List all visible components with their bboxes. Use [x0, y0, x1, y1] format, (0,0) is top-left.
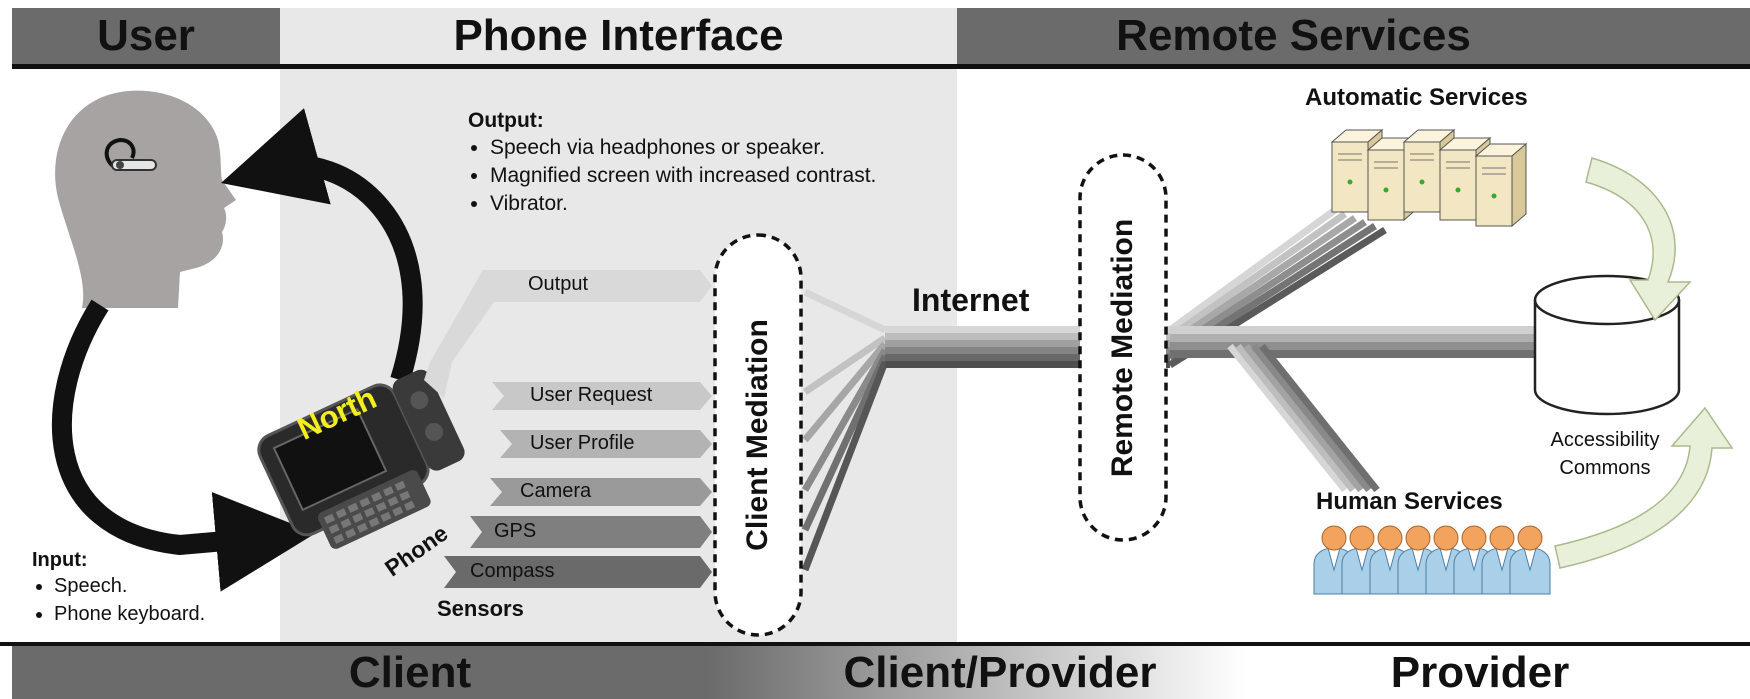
output-item: Magnified screen with increased contrast…	[490, 162, 958, 190]
remote-mediation-box	[1078, 153, 1168, 542]
footer-client: Client	[280, 646, 540, 699]
footer-provider-text: Provider	[1390, 647, 1570, 697]
output-list: Speech via headphones or speaker. Magnif…	[468, 134, 958, 218]
branch-commons	[1170, 326, 1540, 358]
head-silhouette-icon	[55, 90, 236, 308]
channel-gps: GPS	[494, 520, 537, 542]
headset-icon	[104, 137, 157, 171]
output-info: Output: Speech via headphones or speaker…	[468, 108, 958, 218]
header-rule	[12, 64, 1750, 69]
input-item: Speech.	[54, 572, 282, 600]
internet-label: Internet	[912, 282, 1030, 318]
footer-bar	[12, 646, 1750, 699]
accessibility-commons-label: Accessibility Commons	[1525, 426, 1685, 482]
footer-rule	[0, 642, 1750, 646]
input-item: Phone keyboard.	[54, 600, 282, 628]
branch-human	[1227, 343, 1380, 493]
commons-line-2: Commons	[1559, 457, 1651, 479]
commons-line-1: Accessibility	[1550, 429, 1660, 451]
header-user: User	[12, 8, 280, 64]
channel-output: Output	[528, 273, 589, 295]
input-list: Speech. Phone keyboard.	[32, 572, 282, 628]
footer-client-text: Client	[348, 647, 472, 697]
human-services-label: Human Services	[1316, 488, 1503, 515]
automatic-services-label: Automatic Services	[1305, 84, 1528, 111]
remote-mediation-text: Remote Mediation	[1106, 218, 1139, 478]
channel-user-profile: User Profile	[530, 432, 635, 454]
internet-trunk	[885, 326, 1170, 368]
phone-icon	[257, 369, 465, 549]
header-remote-services: Remote Services	[957, 8, 1750, 64]
header-remote-services-text: Remote Services	[1116, 11, 1471, 60]
channel-camera: Camera	[520, 480, 592, 502]
channel-compass: Compass	[470, 560, 555, 582]
output-title: Output:	[468, 109, 544, 132]
input-title: Input:	[32, 549, 88, 571]
sensors-label: Sensors	[437, 596, 524, 621]
input-info: Input: Speech. Phone keyboard.	[32, 548, 282, 628]
arrow-phone-to-user	[221, 108, 423, 383]
curved-arrow-icon	[1554, 157, 1734, 569]
person-icon	[1313, 525, 1551, 595]
server-icon	[1330, 128, 1528, 228]
output-item: Vibrator.	[490, 190, 958, 218]
output-channel-arrow	[424, 270, 712, 398]
output-item: Speech via headphones or speaker.	[490, 134, 958, 162]
header-user-text: User	[97, 11, 195, 60]
footer-client-provider-text: Client/Provider	[843, 647, 1157, 697]
channel-user-request: User Request	[530, 384, 653, 406]
channel-arrows	[444, 382, 712, 588]
client-streams	[801, 288, 889, 572]
footer-client-provider: Client/Provider	[800, 646, 1200, 699]
footer-provider: Provider	[1330, 646, 1630, 699]
header-phone-interface: Phone Interface	[280, 8, 957, 64]
client-mediation-text: Client Mediation	[741, 319, 774, 551]
header-phone-interface-text: Phone Interface	[453, 11, 784, 60]
client-mediation-box	[713, 233, 803, 637]
arrow-user-to-phone	[51, 299, 316, 592]
